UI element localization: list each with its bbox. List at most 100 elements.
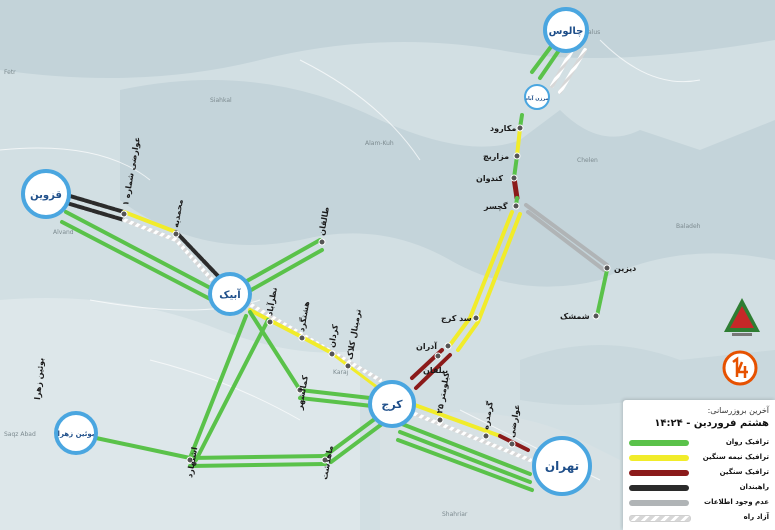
node-dot[interactable] — [328, 350, 336, 358]
road-segment[interactable] — [398, 430, 532, 484]
road-segment[interactable] — [248, 310, 302, 392]
city-abyek[interactable]: آبیک — [208, 272, 252, 316]
node-dot[interactable] — [603, 264, 611, 272]
legend-swatch — [629, 500, 689, 506]
road-segment[interactable] — [236, 238, 322, 288]
road-segment[interactable] — [448, 210, 514, 347]
node-dot[interactable] — [296, 386, 304, 394]
road-segment[interactable] — [414, 353, 452, 390]
road-agency-icon — [724, 298, 760, 336]
road-segment[interactable] — [328, 350, 380, 390]
node-label-adaran: آدران — [416, 341, 437, 351]
place-label: Saqz Abad — [4, 431, 36, 438]
legend-label: راهبندان — [739, 483, 769, 491]
legend-label: ترافیک سنگین — [719, 468, 769, 476]
node-dot[interactable] — [321, 456, 329, 464]
road-segment[interactable] — [298, 388, 372, 400]
road-segment[interactable] — [60, 220, 214, 302]
road-nodes — [120, 124, 611, 464]
node-dot[interactable] — [513, 152, 521, 160]
road-segment[interactable] — [188, 462, 327, 468]
node-dot[interactable] — [172, 230, 180, 238]
node-dot[interactable] — [516, 124, 524, 132]
node-dot[interactable] — [298, 334, 306, 342]
road-segment[interactable] — [298, 396, 374, 408]
legend-update-label: آخرین بروزرسانی: — [707, 406, 769, 415]
road-segment[interactable] — [515, 126, 522, 158]
node-dot[interactable] — [482, 432, 490, 440]
node-dot[interactable] — [592, 312, 600, 320]
node-dot[interactable] — [434, 352, 442, 360]
city-marzan-abad[interactable]: مرزن آباد — [524, 84, 550, 110]
node-label-bilaqan: بیلقان — [423, 366, 448, 375]
node-label-makarud: مکارود — [490, 124, 516, 133]
node-dot[interactable] — [512, 202, 520, 210]
place-label: Alvand — [53, 229, 74, 236]
road-segment[interactable] — [194, 318, 270, 462]
node-label-sad-karaj: سد کرج — [441, 314, 472, 323]
city-tehran[interactable]: تهران — [532, 436, 592, 496]
node-dot[interactable] — [120, 210, 128, 218]
node-label-mazarich: مزاریچ — [483, 152, 509, 161]
road-segment[interactable] — [595, 268, 609, 318]
city-label: چالوس — [549, 26, 584, 37]
city-karaj[interactable]: کرج — [368, 380, 416, 428]
road-segment[interactable] — [68, 202, 126, 222]
node-dot[interactable] — [344, 362, 352, 370]
legend-item-no-data: عدم وجود اطلاعات — [629, 498, 769, 508]
place-label: Karaj — [333, 369, 349, 376]
legend-swatch — [629, 440, 689, 446]
road-segment[interactable] — [122, 218, 178, 242]
road-segment[interactable] — [94, 436, 192, 460]
city-qazvin[interactable]: قزوین — [21, 169, 71, 219]
node-dot[interactable] — [510, 174, 518, 182]
rahdari-logo — [722, 296, 762, 340]
place-label: Chelen — [577, 157, 598, 164]
legend-swatch — [629, 455, 689, 461]
legend-update-time: هشتم فروردین - ۱۴:۲۴ — [654, 418, 769, 429]
road-segment[interactable] — [323, 416, 378, 458]
road-segment[interactable] — [329, 422, 384, 464]
city-markers: چالوس مرزن آباد قزوین آبیک کرج تهران بوئ… — [21, 7, 592, 496]
node-dot[interactable] — [318, 238, 326, 246]
road-segment[interactable] — [558, 48, 587, 94]
road-segment[interactable] — [68, 194, 126, 214]
road-segment[interactable] — [174, 238, 216, 284]
road-segment[interactable] — [410, 402, 502, 438]
legend-label: آزاد راه — [743, 513, 769, 521]
place-label: Fetr — [4, 69, 16, 76]
road-segment[interactable] — [242, 248, 324, 296]
road-segment[interactable] — [456, 212, 522, 352]
road-segment[interactable] — [524, 203, 609, 267]
road-segment[interactable] — [188, 314, 248, 460]
road-segment[interactable] — [408, 410, 532, 462]
city-chalus[interactable]: چالوس — [543, 7, 589, 53]
node-dot[interactable] — [472, 314, 480, 322]
legend-swatch — [629, 485, 689, 491]
node-dot[interactable] — [508, 440, 516, 448]
road-segment[interactable] — [64, 210, 220, 294]
road-segment[interactable] — [526, 210, 606, 272]
node-dot[interactable] — [436, 416, 444, 424]
road-segment[interactable] — [400, 422, 532, 476]
city-label: تهران — [545, 459, 579, 473]
place-label: Shahriar — [442, 511, 468, 518]
legend-swatch — [629, 515, 691, 522]
legend-item-closed: راهبندان — [629, 483, 769, 493]
road-segment[interactable] — [122, 210, 178, 234]
place-label: Alam-Kuh — [365, 140, 394, 147]
legend-label: ترافیک روان — [725, 438, 769, 446]
node-label-shemshak: شمشک — [560, 312, 590, 321]
road-segment[interactable] — [396, 438, 534, 492]
city-label: کرج — [381, 398, 403, 412]
road-segment[interactable] — [174, 230, 220, 278]
node-dot[interactable] — [266, 318, 274, 326]
legend-swatch — [629, 470, 689, 476]
city-buin-zahra[interactable]: بوئین زهرا — [54, 411, 98, 455]
road-segment[interactable] — [512, 154, 519, 180]
node-dot[interactable] — [444, 342, 452, 350]
node-dot[interactable] — [186, 456, 194, 464]
road-segment[interactable] — [188, 454, 327, 460]
